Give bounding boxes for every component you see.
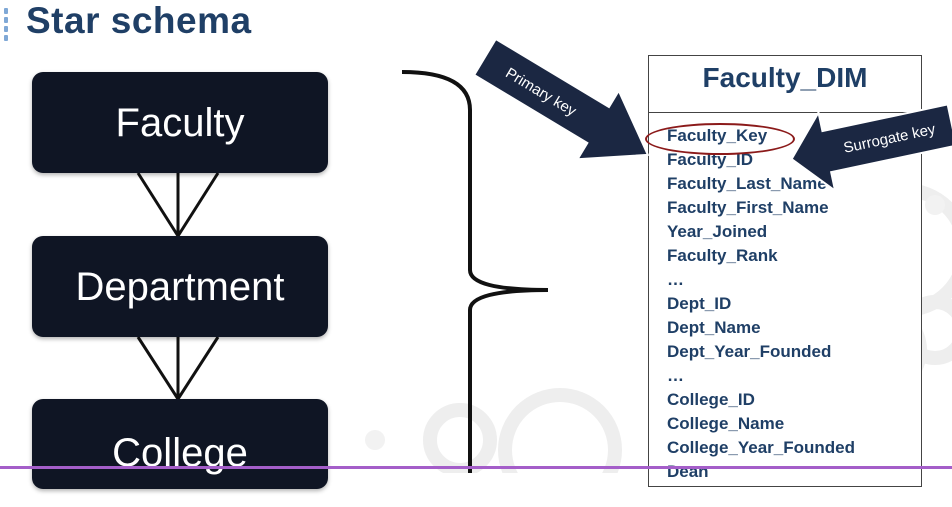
field-item: Dept_Year_Founded bbox=[667, 342, 832, 361]
hierarchy-label: Faculty bbox=[115, 101, 245, 145]
surrogate-key-arrow: Surrogate key bbox=[790, 103, 952, 194]
dimension-field-list: Faculty_Key Faculty_ID Faculty_Last_Name… bbox=[667, 124, 855, 484]
field-item: Year_Joined bbox=[667, 222, 768, 241]
field-item: College_Name bbox=[667, 414, 785, 433]
dimension-table-title: Faculty_DIM bbox=[702, 62, 868, 93]
field-item: … bbox=[667, 366, 684, 385]
footer-accent-line bbox=[0, 466, 952, 469]
field-item: … bbox=[667, 270, 684, 289]
field-item: Faculty_Rank bbox=[667, 246, 778, 265]
callout-arrows: Primary key Surrogate key bbox=[472, 37, 952, 194]
field-item: College_Year_Founded bbox=[667, 438, 855, 457]
field-item: Faculty_Last_Name bbox=[667, 174, 827, 193]
dimension-table-divider bbox=[649, 112, 921, 113]
field-item: College_ID bbox=[667, 390, 755, 409]
primary-key-highlight-oval bbox=[645, 123, 795, 155]
grouping-brace bbox=[401, 70, 549, 473]
field-item: Faculty_First_Name bbox=[667, 198, 829, 217]
primary-key-arrow: Primary key bbox=[472, 37, 650, 161]
hierarchy-label: Department bbox=[75, 265, 285, 309]
field-item: Dept_ID bbox=[667, 294, 732, 313]
page-title: Star schema bbox=[26, 0, 252, 41]
hierarchy-box-department: Department bbox=[32, 236, 328, 337]
field-item: Dept_Name bbox=[667, 318, 761, 337]
hierarchy-connectors bbox=[136, 70, 549, 473]
hierarchy-box-faculty: Faculty bbox=[32, 72, 328, 173]
title-bullet-marks bbox=[4, 8, 10, 44]
